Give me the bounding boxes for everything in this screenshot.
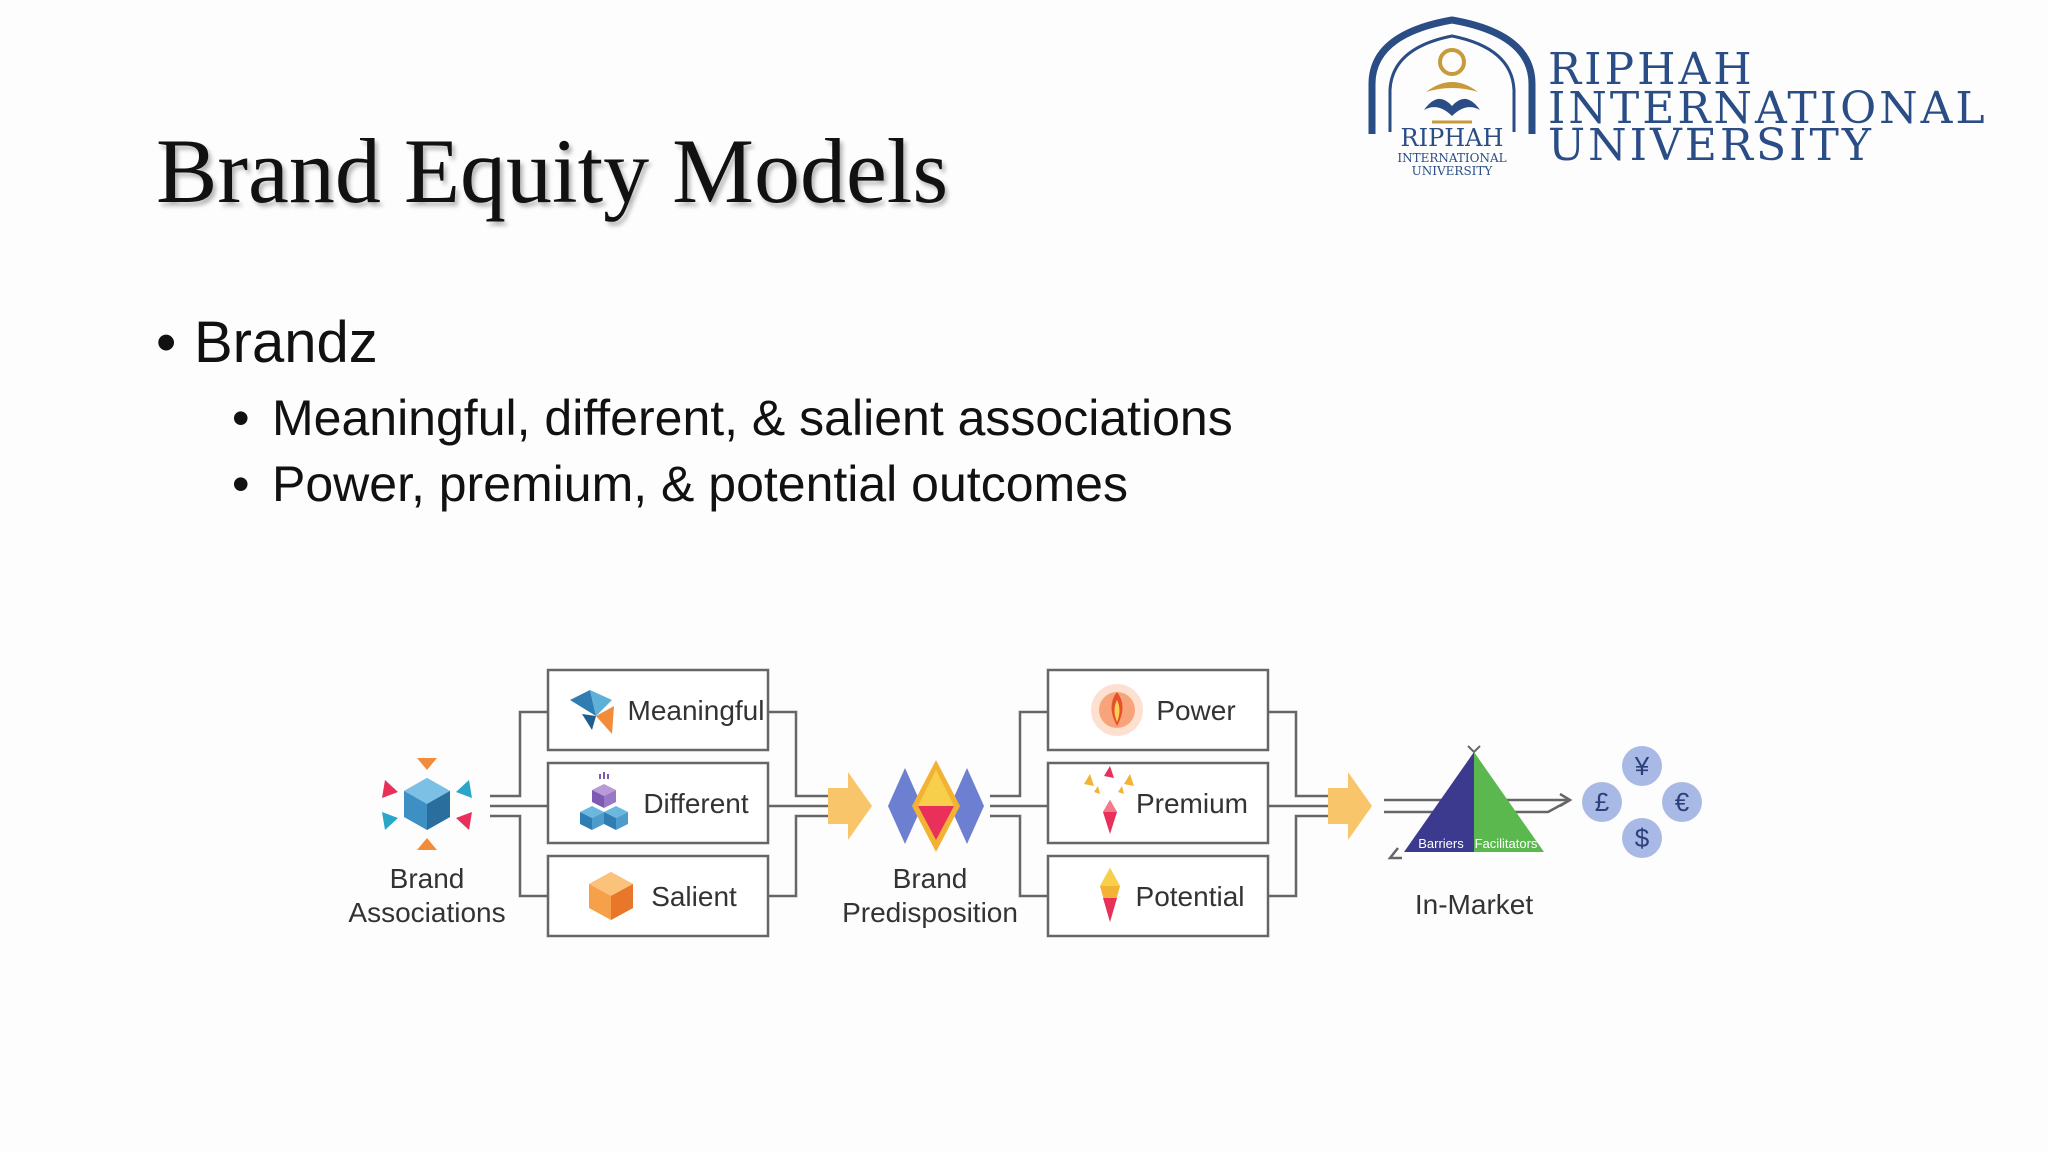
label-potential: Potential [1136,881,1245,912]
currency-pound: £ [1595,787,1610,817]
box-salient [546,854,770,938]
sub-bullet-associations: Meaningful, different, & salient associa… [156,385,1233,451]
salient-icon [589,872,633,920]
box-meaningful [546,668,770,752]
meaningful-icon [570,690,614,734]
box-different [546,761,770,845]
label-meaningful: Meaningful [628,695,765,726]
label-different: Different [643,788,749,819]
label-brand-predisposition-line2: Predisposition [842,897,1018,928]
arrow-icon [828,772,872,840]
bullet-list: Brandz Meaningful, different, & salient … [156,305,1233,517]
currency-yen: ¥ [1634,751,1650,781]
bullet-brandz: Brandz [156,305,1233,381]
premium-icon [1084,766,1134,834]
emblem-text-2: INTERNATIONAL [1397,151,1506,165]
logo-name-line-1: RIPHAH [1548,44,1755,95]
brand-predisposition-icon [888,760,984,852]
different-icon [580,772,628,830]
emblem-text-1: RIPHAH [1401,124,1504,152]
label-salient: Salient [651,881,737,912]
box-premium [1046,761,1270,845]
label-in-market: In-Market [1415,889,1533,920]
logo-name-line-3: UNIVERSITY [1548,120,1874,171]
arrow-icon [1328,772,1372,840]
label-brand-predisposition-line1: Brand [893,863,968,894]
label-barriers: Barriers [1418,836,1464,851]
label-brand-associations-line2: Associations [348,897,505,928]
label-premium: Premium [1136,788,1248,819]
brand-associations-icon [382,758,472,850]
currency-dollar: $ [1635,823,1650,853]
logo-name-line-2: INTERNATIONAL [1548,83,1988,134]
label-brand-associations-line1: Brand [390,863,465,894]
university-emblem-icon: RIPHAH INTERNATIONAL UNIVERSITY [1368,16,1536,178]
currency-euro: € [1675,787,1690,817]
box-power [1046,668,1270,752]
slide-title: Brand Equity Models [156,120,949,222]
potential-icon [1100,868,1120,922]
power-icon [1091,684,1143,736]
box-potential [1046,854,1270,938]
emblem-text-3: UNIVERSITY [1412,164,1494,178]
currency-icon [1582,746,1702,858]
in-market-triangle-icon [1387,745,1544,860]
university-logo: RIPHAH INTERNATIONAL UNIVERSITY RIPHAH I… [1352,14,2012,189]
label-facilitators: Facilitators [1475,836,1538,851]
sub-bullet-outcomes: Power, premium, & potential outcomes [156,451,1233,517]
label-power: Power [1156,695,1235,726]
